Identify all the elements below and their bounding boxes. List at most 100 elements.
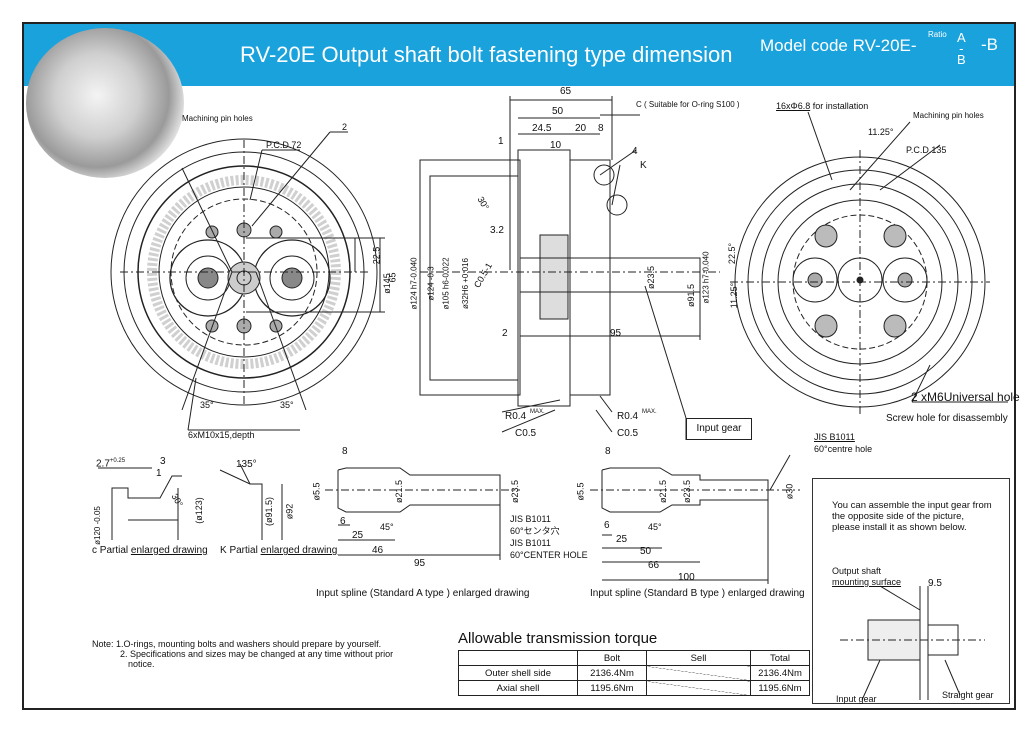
spline-a-25: 25: [352, 530, 364, 541]
partial-k-drawing: [219, 463, 283, 540]
side-max-right: MAX.: [642, 409, 657, 415]
left-pcd-label: P.C.D.72: [266, 140, 302, 150]
torque-table: Bolt Sell Total Outer shell side 2136.4N…: [458, 650, 810, 696]
spline-a-45: 45°: [380, 522, 394, 532]
side-view: [419, 96, 720, 440]
spline-b-dia-30: ø30: [784, 483, 795, 500]
table-cell: 1195.6Nm: [577, 680, 647, 696]
side-dia-32: ø32H6 +0.016: [460, 258, 470, 309]
spline-b-50: 50: [640, 546, 652, 557]
partial-c-caption: c Partial enlarged drawing: [92, 545, 208, 556]
spline-b-25: 25: [616, 534, 628, 545]
left-machining-pin-label: Machining pin holes: [182, 114, 253, 123]
torque-title: Allowable transmission torque: [458, 630, 658, 647]
product-photo: [26, 28, 184, 178]
side-dia-123: ø123 h7-0.040: [701, 251, 711, 304]
side-dia-145: ø145: [381, 273, 392, 294]
partial-c-dia-120: ø120 -0.05: [92, 506, 102, 545]
spline-b-66: 66: [648, 560, 660, 571]
spline-a-jis-1: JIS B1011: [510, 514, 551, 524]
side-dim-50: 50: [552, 106, 564, 117]
table-cell: Outer shell side: [458, 665, 578, 681]
right-angle-11-25b: 11.25°: [729, 282, 740, 309]
right-view: [730, 111, 1008, 415]
spline-a-jis-2: JIS B1011: [510, 538, 551, 548]
spline-b-dia-23-5: ø23.5: [682, 479, 693, 504]
right-angle-11-25: 11.25°: [868, 127, 894, 137]
left-dim-2: 2: [342, 122, 348, 132]
assembly-mount-2: mounting surface: [832, 577, 902, 587]
side-dim-24-5: 24.5: [532, 123, 552, 134]
notes: Note: 1.O-rings, mounting bolts and wash…: [92, 639, 394, 669]
table-header: [458, 650, 578, 666]
right-pcd-label: P.C.D.135: [906, 145, 947, 155]
table-header: Total: [750, 650, 810, 666]
side-dim-1: 1: [498, 136, 504, 147]
left-bolt-label: 6xM10x15,depth: [188, 430, 255, 440]
left-dim-22-5: 22.5: [371, 246, 382, 265]
spline-a-drawing: [325, 467, 520, 560]
side-r04-left: R0.4: [505, 411, 527, 422]
side-c05-left: C0.5: [515, 428, 537, 439]
table-cell: [646, 665, 751, 681]
spline-a-8: 8: [342, 446, 348, 457]
table-header-row: Bolt Sell Total: [458, 650, 810, 666]
side-dim-95: 95: [610, 328, 622, 339]
table-cell: 2136.4Nm: [577, 665, 647, 681]
left-view: [110, 131, 385, 431]
spline-b-centre: 60°centre hole: [814, 444, 873, 454]
partial-k-dia-92: ø92: [284, 503, 295, 520]
spline-b-8: 8: [605, 446, 611, 457]
spline-b-jis: JIS B1011: [814, 432, 855, 442]
table-row: Axial shell 1195.6Nm 1195.6Nm: [458, 680, 810, 696]
table-row: Outer shell side 2136.4Nm 2136.4Nm: [458, 665, 810, 681]
side-dim-20: 20: [575, 123, 587, 134]
spline-b-dia-5-5: ø5.5: [575, 482, 586, 501]
side-dia-124b: ø124 -0.3: [426, 266, 436, 301]
table-cell: 2136.4Nm: [750, 665, 810, 681]
spline-a-dia-23-5: ø23.5: [510, 479, 521, 504]
spline-b-100: 100: [678, 572, 695, 583]
assembly-drawing: [840, 585, 985, 701]
right-holes-label: 16xΦ6.8 for installation: [776, 101, 869, 111]
right-angle-22-5: 22.5°: [727, 242, 738, 265]
table-cell: [646, 680, 751, 696]
spline-b-caption: Input spline (Standard B type ) enlarged…: [590, 588, 805, 599]
side-dim-2: 2: [502, 328, 508, 339]
spline-a-jis-1b: 60°センタ穴: [510, 526, 560, 536]
model-suffix: -B: [981, 35, 998, 54]
assembly-box: [812, 478, 1010, 704]
partial-c-2-7: 2.7+0.25: [96, 458, 126, 470]
side-input-gear-box: Input gear: [686, 418, 752, 440]
assembly-straight-gear: Straight gear: [942, 690, 994, 700]
table-cell: 1195.6Nm: [750, 680, 810, 696]
spline-a-dia-21-5: ø21.5: [394, 479, 405, 504]
partial-c-3: 3: [160, 456, 166, 467]
partial-k-dia-91-5: (ø91.5): [264, 496, 275, 527]
side-max-left: MAX.: [530, 409, 545, 415]
side-dim-10: 10: [550, 140, 562, 151]
table-header: Sell: [646, 650, 751, 666]
drawing-frame: [22, 22, 1016, 710]
spline-a-46: 46: [372, 545, 384, 556]
spline-b-dia-21-5: ø21.5: [658, 479, 669, 504]
left-angle-35-b: 35°: [280, 400, 294, 410]
spline-a-dia-5-5: ø5.5: [311, 482, 322, 501]
spline-b-45: 45°: [648, 522, 662, 532]
title-banner: [24, 24, 1014, 86]
ratio-ab: A-B: [957, 30, 966, 67]
spline-a-jis-3: 60°CENTER HOLE: [510, 550, 588, 560]
side-dim-8: 8: [598, 123, 604, 134]
spline-b-drawing: [590, 454, 800, 584]
side-c-label: C ( Suitable for O-ring S100 ): [636, 100, 740, 109]
spline-a-95: 95: [414, 558, 426, 569]
side-r04-right: R0.4: [617, 411, 639, 422]
spline-a-caption: Input spline (Standard A type ) enlarged…: [316, 588, 530, 599]
side-dim-4: 4: [632, 146, 638, 157]
side-dim-65: 65: [560, 86, 572, 97]
page-title: RV-20E Output shaft bolt fastening type …: [240, 42, 733, 67]
assembly-9-5: 9.5: [928, 578, 942, 589]
model-code: Model code RV-20E-: [760, 36, 917, 55]
right-screw-label: Screw hole for disassembly: [886, 413, 1008, 424]
